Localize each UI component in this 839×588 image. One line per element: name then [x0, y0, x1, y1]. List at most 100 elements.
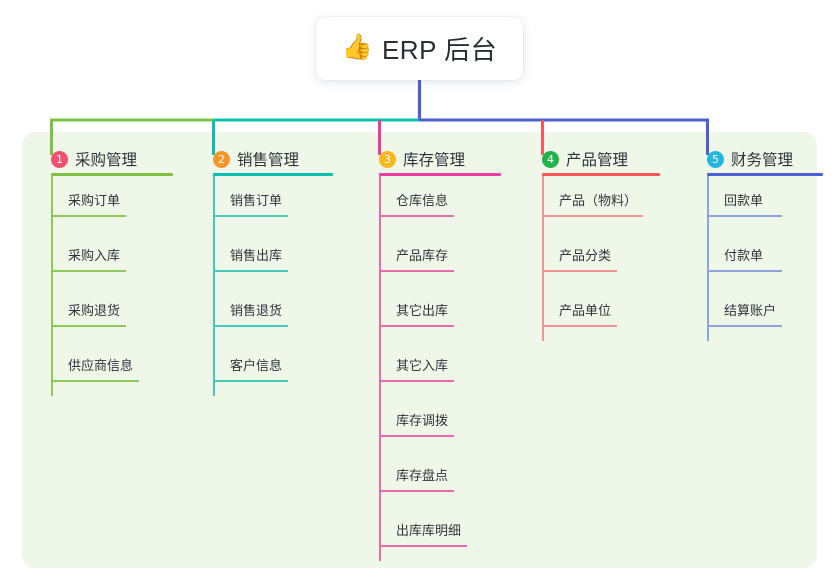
branch-column-5: 5 财务管理回款单付款单结算账户 — [690, 142, 823, 341]
leaf-node-label: 库存盘点 — [396, 468, 449, 483]
leaf-node-underline — [379, 545, 467, 547]
leaf-node[interactable]: 产品单位 — [525, 286, 628, 341]
branch-item-list: 采购订单采购入库采购退货供应商信息 — [34, 176, 139, 396]
leaf-node-underline — [379, 215, 454, 217]
leaf-node-underline — [542, 325, 617, 327]
branch-header-5[interactable]: 5 财务管理 — [690, 142, 823, 176]
leaf-node-label: 产品单位 — [559, 303, 612, 318]
leaf-node-underline — [213, 215, 288, 217]
leaf-node-label: 库存调拨 — [396, 413, 449, 428]
leaf-node-label: 出库库明细 — [396, 523, 462, 538]
leaf-node-underline — [213, 270, 288, 272]
branch-column-3: 3 库存管理仓库信息产品库存其它出库其它入库库存调拨库存盘点出库库明细 — [362, 142, 501, 561]
branch-column-1: 1 采购管理采购订单采购入库采购退货供应商信息 — [34, 142, 173, 396]
leaf-node[interactable]: 供应商信息 — [34, 341, 139, 396]
leaf-node[interactable]: 产品库存 — [362, 231, 465, 286]
leaf-node-label: 仓库信息 — [396, 193, 449, 208]
leaf-node-underline — [707, 215, 782, 217]
leaf-node[interactable]: 销售订单 — [196, 176, 299, 231]
leaf-node[interactable]: 结算账户 — [690, 286, 793, 341]
branch-header-4[interactable]: 4 产品管理 — [525, 142, 660, 176]
branch-trunk-line — [379, 176, 381, 561]
leaf-node-underline — [379, 270, 454, 272]
thumbs-up-icon: 👍 — [341, 33, 373, 61]
branch-header-1[interactable]: 1 采购管理 — [34, 142, 173, 176]
leaf-node[interactable]: 采购订单 — [34, 176, 137, 231]
branch-number-badge: 2 — [213, 150, 230, 168]
leaf-node-label: 产品（物料） — [559, 193, 638, 208]
branch-title: 产品管理 — [566, 152, 629, 169]
leaf-node-label: 其它入库 — [396, 358, 449, 373]
leaf-node[interactable]: 销售出库 — [196, 231, 299, 286]
leaf-node[interactable]: 产品分类 — [525, 231, 628, 286]
leaf-node[interactable]: 客户信息 — [196, 341, 299, 396]
branch-header-3[interactable]: 3 库存管理 — [362, 142, 501, 176]
branch-header-underline — [542, 173, 660, 176]
leaf-node-underline — [51, 325, 126, 327]
branch-item-list: 仓库信息产品库存其它出库其它入库库存调拨库存盘点出库库明细 — [362, 176, 467, 561]
branch-trunk-line — [213, 176, 215, 396]
branch-number-badge: 4 — [542, 150, 559, 168]
leaf-node-label: 产品库存 — [396, 248, 449, 263]
leaf-node-label: 其它出库 — [396, 303, 449, 318]
leaf-node[interactable]: 采购退货 — [34, 286, 137, 341]
leaf-node-underline — [542, 270, 617, 272]
leaf-node-label: 付款单 — [724, 248, 764, 263]
leaf-node-underline — [379, 435, 454, 437]
branch-title: 采购管理 — [75, 152, 138, 169]
leaf-node[interactable]: 产品（物料） — [525, 176, 643, 231]
leaf-node[interactable]: 回款单 — [690, 176, 793, 231]
branch-header-2[interactable]: 2 销售管理 — [196, 142, 333, 176]
leaf-node-underline — [51, 270, 126, 272]
leaf-node-underline — [707, 270, 782, 272]
leaf-node-underline — [213, 380, 288, 382]
branch-trunk-line — [51, 176, 53, 396]
leaf-node[interactable]: 销售退货 — [196, 286, 299, 341]
leaf-node-label: 供应商信息 — [68, 358, 134, 373]
leaf-node-underline — [213, 325, 288, 327]
branch-number-badge: 3 — [379, 150, 396, 168]
leaf-node-underline — [379, 325, 454, 327]
leaf-node[interactable]: 库存调拨 — [362, 396, 465, 451]
leaf-node-label: 回款单 — [724, 193, 764, 208]
leaf-node-underline — [379, 380, 454, 382]
branch-trunk-line — [542, 176, 544, 341]
branch-title: 库存管理 — [403, 152, 466, 169]
leaf-node[interactable]: 付款单 — [690, 231, 793, 286]
leaf-node-label: 销售退货 — [230, 303, 283, 318]
branch-column-2: 2 销售管理销售订单销售出库销售退货客户信息 — [196, 142, 333, 396]
leaf-node-label: 采购退货 — [68, 303, 121, 318]
branch-header-underline — [213, 173, 333, 176]
diagram-background-panel — [22, 132, 817, 568]
branch-title: 销售管理 — [237, 152, 300, 169]
leaf-node-label: 产品分类 — [559, 248, 612, 263]
root-node-title: ERP 后台 — [381, 35, 498, 65]
leaf-node[interactable]: 其它出库 — [362, 286, 465, 341]
leaf-node-label: 采购订单 — [68, 193, 121, 208]
branch-item-list: 产品（物料） 产品分类产品单位 — [525, 176, 643, 341]
leaf-node-underline — [379, 490, 454, 492]
leaf-node-label: 销售出库 — [230, 248, 283, 263]
leaf-node[interactable]: 仓库信息 — [362, 176, 465, 231]
branch-header-underline — [707, 173, 823, 176]
leaf-node-label: 销售订单 — [230, 193, 283, 208]
branch-item-list: 回款单付款单结算账户 — [690, 176, 793, 341]
leaf-node-underline — [51, 380, 139, 382]
branch-trunk-line — [707, 176, 709, 341]
leaf-node[interactable]: 库存盘点 — [362, 451, 465, 506]
branch-title: 财务管理 — [731, 152, 794, 169]
leaf-node-label: 采购入库 — [68, 248, 121, 263]
branch-header-underline — [379, 173, 501, 176]
leaf-node[interactable]: 其它入库 — [362, 341, 465, 396]
leaf-node-underline — [542, 215, 643, 217]
branch-header-underline — [51, 173, 173, 176]
root-node-erp-backend[interactable]: 👍 ERP 后台 — [316, 17, 523, 80]
branch-number-badge: 5 — [707, 150, 724, 168]
leaf-node[interactable]: 采购入库 — [34, 231, 137, 286]
leaf-node-underline — [51, 215, 126, 217]
leaf-node[interactable]: 出库库明细 — [362, 506, 467, 561]
leaf-node-underline — [707, 325, 782, 327]
branch-number-badge: 1 — [51, 150, 68, 168]
branch-item-list: 销售订单销售出库销售退货客户信息 — [196, 176, 299, 396]
leaf-node-label: 结算账户 — [724, 303, 777, 318]
